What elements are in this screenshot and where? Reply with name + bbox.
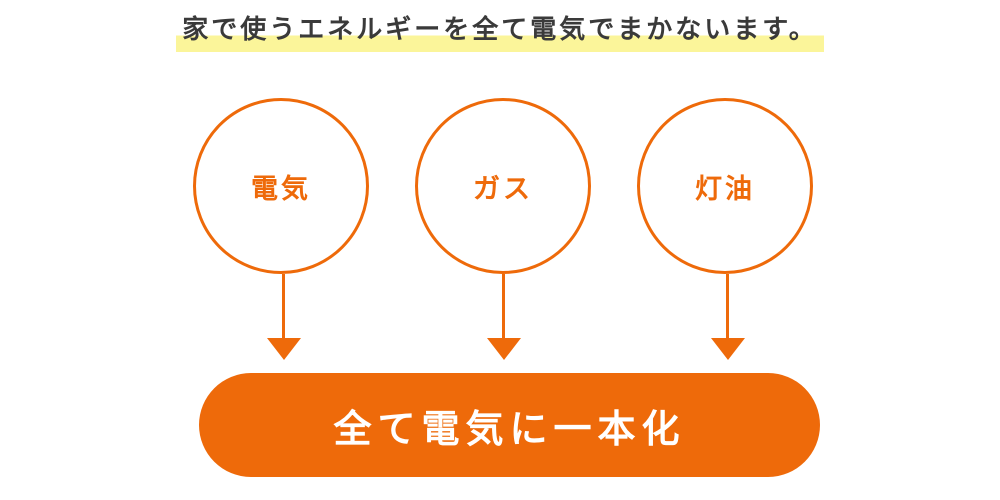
result-label: 全て電気に一本化 bbox=[333, 406, 686, 451]
arrow-line-kerosene bbox=[726, 274, 729, 340]
source-label-electricity: 電気 bbox=[251, 173, 311, 205]
source-circle-electricity: 電気 bbox=[193, 98, 369, 274]
source-circle-kerosene: 灯油 bbox=[637, 98, 813, 274]
arrow-line-gas bbox=[502, 274, 505, 340]
arrow-head-gas bbox=[487, 338, 521, 360]
source-label-kerosene: 灯油 bbox=[695, 173, 755, 205]
arrow-line-electricity bbox=[282, 274, 285, 340]
headline-container: 家で使うエネルギーを全て電気でまかないます。 bbox=[0, 8, 1000, 52]
headline: 家で使うエネルギーを全て電気でまかないます。 bbox=[176, 8, 824, 52]
source-circle-gas: ガス bbox=[415, 98, 591, 274]
arrow-head-kerosene bbox=[711, 338, 745, 360]
result-pill: 全て電気に一本化 bbox=[199, 373, 820, 477]
arrow-head-electricity bbox=[267, 338, 301, 360]
source-label-gas: ガス bbox=[473, 173, 533, 205]
